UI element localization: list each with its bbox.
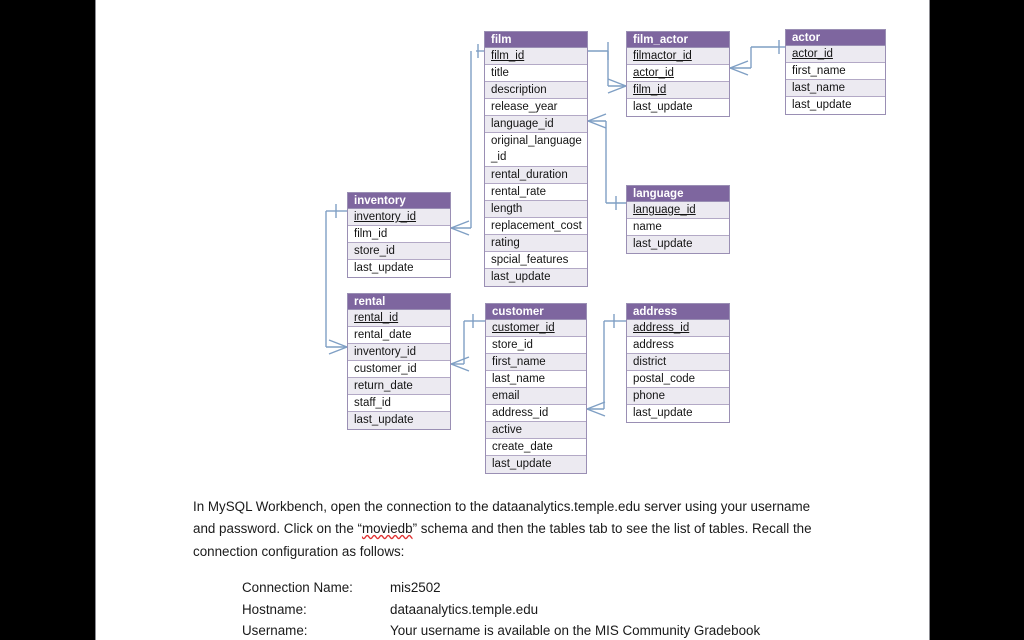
config-row: Hostname: dataanalytics.temple.edu — [242, 599, 760, 621]
attribute-inventory-last_update: last_update — [348, 260, 450, 277]
entity-title-film_actor: film_actor — [627, 32, 729, 48]
attribute-rental-rental_date: rental_date — [348, 327, 450, 344]
entity-title-inventory: inventory — [348, 193, 450, 209]
attribute-address-phone: phone — [627, 388, 729, 405]
attribute-actor-actor_id: actor_id — [786, 46, 885, 63]
attribute-customer-email: email — [486, 388, 586, 405]
attribute-film_actor-filmactor_id: filmactor_id — [627, 48, 729, 65]
instructions-text-part1: In MySQL Workbench, open the connection … — [193, 499, 811, 537]
attribute-film-rental_rate: rental_rate — [485, 184, 587, 201]
attribute-language-language_id: language_id — [627, 202, 729, 219]
attribute-film-title: title — [485, 65, 587, 82]
attribute-inventory-store_id: store_id — [348, 243, 450, 260]
attribute-film_actor-film_id: film_id — [627, 82, 729, 99]
attribute-language-name: name — [627, 219, 729, 236]
attribute-actor-last_name: last_name — [786, 80, 885, 97]
attribute-rental-inventory_id: inventory_id — [348, 344, 450, 361]
attribute-address-district: district — [627, 354, 729, 371]
attribute-customer-active: active — [486, 422, 586, 439]
instructions-text-part2: ” schema and then the tables tab to see … — [193, 521, 812, 559]
attribute-film-last_update: last_update — [485, 269, 587, 286]
config-row: Connection Name: mis2502 — [242, 577, 760, 599]
attribute-film-language_id: language_id — [485, 116, 587, 133]
config-label: Username: — [242, 623, 308, 638]
attribute-film-replacement_cost: replacement_cost — [485, 218, 587, 235]
config-label: Hostname: — [242, 601, 307, 617]
attribute-customer-last_update: last_update — [486, 456, 586, 473]
attribute-film_actor-last_update: last_update — [627, 99, 729, 116]
attribute-film-film_id: film_id — [485, 48, 587, 65]
attribute-address-last_update: last_update — [627, 405, 729, 422]
attribute-rental-customer_id: customer_id — [348, 361, 450, 378]
attribute-inventory-inventory_id: inventory_id — [348, 209, 450, 226]
entity-title-customer: customer — [486, 304, 586, 320]
attribute-customer-customer_id: customer_id — [486, 320, 586, 337]
entity-title-actor: actor — [786, 30, 885, 46]
attribute-customer-create_date: create_date — [486, 439, 586, 456]
attribute-rental-last_update: last_update — [348, 412, 450, 429]
entity-title-language: language — [627, 186, 729, 202]
attribute-rental-staff_id: staff_id — [348, 395, 450, 412]
attribute-film-rating: rating — [485, 235, 587, 252]
attribute-film-length: length — [485, 201, 587, 218]
entity-title-film: film — [485, 32, 587, 48]
attribute-film-release_year: release_year — [485, 99, 587, 116]
config-value: dataanalytics.temple.edu — [390, 601, 539, 617]
attribute-film-original_language_id: original_language_id — [485, 133, 587, 167]
attribute-address-postal_code: postal_code — [627, 371, 729, 388]
attribute-film-spcial_features: spcial_features — [485, 252, 587, 269]
attribute-customer-last_name: last_name — [486, 371, 586, 388]
config-value: mis2502 — [390, 580, 441, 595]
config-row: Username: Your username is available on t… — [242, 620, 760, 640]
attribute-film_actor-actor_id: actor_id — [627, 65, 729, 82]
attribute-film-description: description — [485, 82, 587, 99]
attribute-inventory-film_id: film_id — [348, 226, 450, 243]
attribute-customer-store_id: store_id — [486, 337, 586, 354]
instructions-block: In MySQL Workbench, open the connection … — [193, 496, 833, 563]
misspelled-word-moviedb: moviedb — [361, 521, 413, 537]
attribute-customer-address_id: address_id — [486, 405, 586, 422]
attribute-actor-first_name: first_name — [786, 63, 885, 80]
instructions-paragraph: In MySQL Workbench, open the connection … — [193, 496, 833, 563]
attribute-address-address: address — [627, 337, 729, 354]
attribute-rental-rental_id: rental_id — [348, 310, 450, 327]
attribute-customer-first_name: first_name — [486, 354, 586, 371]
entity-title-address: address — [627, 304, 729, 320]
entity-title-rental: rental — [348, 294, 450, 310]
attribute-language-last_update: last_update — [627, 236, 729, 253]
attribute-address-address_id: address_id — [627, 320, 729, 337]
attribute-film-rental_duration: rental_duration — [485, 167, 587, 184]
attribute-rental-return_date: return_date — [348, 378, 450, 395]
attribute-actor-last_update: last_update — [786, 97, 885, 114]
config-value: Your username is available on the MIS Co… — [390, 623, 761, 638]
config-label: Connection Name: — [242, 580, 353, 595]
